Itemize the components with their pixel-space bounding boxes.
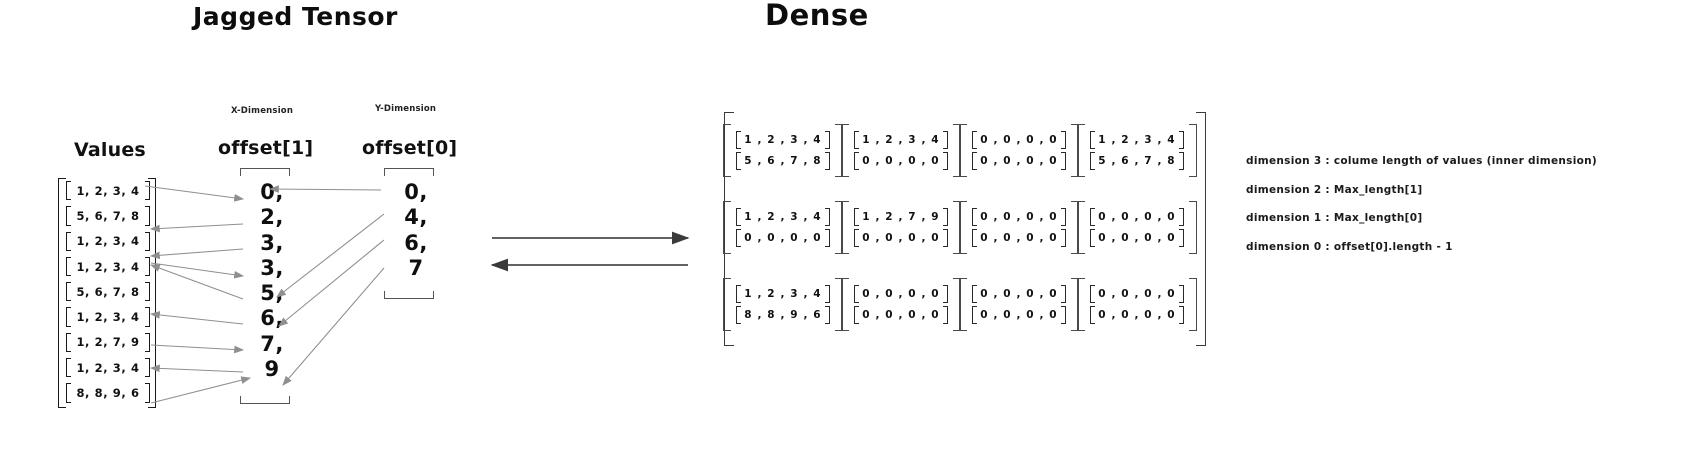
dense-cell: 1 , 2 , 7 , 9 0 , 0 , 0 , 0 [841,201,962,254]
table-row: 0 , 0 , 0 , 0 0 , 0 , 0 , 0 [1077,189,1198,266]
dense-outer-bracket-left [724,112,734,346]
dense-row: 1 , 2 , 3 , 4 [1090,130,1185,150]
dense-cell: 1 , 2 , 3 , 4 8 , 8 , 9 , 6 [723,278,844,331]
dense-row: 1 , 2 , 3 , 4 [854,130,949,150]
dense-cell: 1 , 2 , 3 , 4 0 , 0 , 0 , 0 [841,124,962,177]
list-item: 5, [260,281,284,306]
dense-row: 0 , 0 , 0 , 0 [854,151,949,171]
offset1-list: 0, 2, 3, 3, 5, 6, 7, 9 [232,180,312,384]
list-item: 1, 2, 7, 9 [60,330,156,355]
dense-row: 0 , 0 , 0 , 0 [854,228,949,248]
offset0-bracket-bottom [384,291,434,299]
dense-cell: 1 , 2 , 3 , 4 5 , 6 , 7 , 8 [723,124,844,177]
list-item: 1, 2, 3, 4 [60,229,156,254]
table-row: 1 , 2 , 3 , 4 5 , 6 , 7 , 8 [723,112,844,189]
offset0-bracket-top [384,168,434,176]
dense-row: 1 , 2 , 3 , 4 [736,130,831,150]
dimension-annotations: dimension 3 : colume length of values (i… [1246,155,1676,269]
list-item: 3, [260,255,284,280]
offset1-bracket-top [240,168,290,176]
table-row: 0 , 0 , 0 , 0 0 , 0 , 0 , 0 [959,112,1080,189]
list-item: 5, 6, 7, 8 [60,203,156,228]
annotation-dimension-1: dimension 1 : Max_length[0] [1246,212,1423,224]
dense-matrix: 1 , 2 , 3 , 4 5 , 6 , 7 , 8 1 , 2 , 3 , … [723,112,1198,343]
offset1-bracket-bottom [240,396,290,404]
table-row: 0 , 0 , 0 , 0 0 , 0 , 0 , 0 [1077,266,1198,343]
list-item: 6, [404,230,428,255]
values-list: 1, 2, 3, 4 5, 6, 7, 8 1, 2, 3, 4 1, 2, 3… [60,178,156,406]
dense-row: 0 , 0 , 0 , 0 [736,228,831,248]
dense-row: 0 , 0 , 0 , 0 [972,207,1067,227]
dense-row: 0 , 0 , 0 , 0 [854,305,949,325]
list-item: 1, 2, 3, 4 [60,304,156,329]
list-item: 1, 2, 3, 4 [60,355,156,380]
table-row: 1 , 2 , 3 , 4 5 , 6 , 7 , 8 [1077,112,1198,189]
offset0-column-title: offset[0] [362,137,458,159]
dense-row: 0 , 0 , 0 , 0 [972,228,1067,248]
dense-title: Dense [765,0,869,32]
dense-row: 0 , 0 , 0 , 0 [1090,207,1185,227]
dense-row: 0 , 0 , 0 , 0 [972,151,1067,171]
dense-row: 8 , 8 , 9 , 6 [736,305,831,325]
list-item: 0, [404,180,428,204]
dense-row: 0 , 0 , 0 , 0 [972,130,1067,150]
list-item: 7, [260,331,284,356]
dense-cell: 1 , 2 , 3 , 4 0 , 0 , 0 , 0 [723,201,844,254]
dense-cell: 0 , 0 , 0 , 0 0 , 0 , 0 , 0 [959,278,1080,331]
dense-outer-bracket-right [1196,112,1206,346]
list-item: 2, [260,205,284,230]
table-row: 1 , 2 , 3 , 4 8 , 8 , 9 , 6 [723,266,844,343]
dense-row: 0 , 0 , 0 , 0 [1090,228,1185,248]
list-item: 9 [264,357,280,382]
table-row: 0 , 0 , 0 , 0 0 , 0 , 0 , 0 [959,266,1080,343]
dense-row: 5 , 6 , 7 , 8 [1090,151,1185,171]
dense-cell: 0 , 0 , 0 , 0 0 , 0 , 0 , 0 [959,201,1080,254]
annotation-dimension-0: dimension 0 : offset[0].length - 1 [1246,240,1453,253]
table-row: 1 , 2 , 7 , 9 0 , 0 , 0 , 0 [841,189,962,266]
dense-cell: 0 , 0 , 0 , 0 0 , 0 , 0 , 0 [1077,278,1198,331]
table-row: 0 , 0 , 0 , 0 0 , 0 , 0 , 0 [841,266,962,343]
dense-row: 0 , 0 , 0 , 0 [854,284,949,304]
dense-row: 5 , 6 , 7 , 8 [736,151,831,171]
list-item: 6, [260,306,284,331]
offset0-list: 0, 4, 6, 7 [376,180,456,283]
offset1-column-title: offset[1] [218,137,314,159]
dense-row: 0 , 0 , 0 , 0 [1090,305,1185,325]
annotation-dimension-2: dimension 2 : Max_length[1] [1246,183,1423,196]
values-column-title: Values [74,139,146,161]
dense-cell: 1 , 2 , 3 , 4 5 , 6 , 7 , 8 [1077,124,1198,177]
list-item: 1, 2, 3, 4 [60,178,156,203]
dense-row: 0 , 0 , 0 , 0 [972,284,1067,304]
dense-cell: 0 , 0 , 0 , 0 0 , 0 , 0 , 0 [959,124,1080,177]
dense-cell: 0 , 0 , 0 , 0 0 , 0 , 0 , 0 [841,278,962,331]
list-item: 7 [408,255,424,280]
dense-cell: 0 , 0 , 0 , 0 0 , 0 , 0 , 0 [1077,201,1198,254]
list-item: 3, [260,230,284,255]
list-item: 1, 2, 3, 4 [60,254,156,279]
list-item: 4, [404,205,428,230]
dense-row: 1 , 2 , 3 , 4 [736,284,831,304]
x-dimension-label: X-Dimension [231,106,294,116]
dense-row: 0 , 0 , 0 , 0 [1090,284,1185,304]
table-row: 1 , 2 , 3 , 4 0 , 0 , 0 , 0 [723,189,844,266]
jagged-tensor-title: Jagged Tensor [193,2,398,31]
dense-row: 0 , 0 , 0 , 0 [972,305,1067,325]
table-row: 0 , 0 , 0 , 0 0 , 0 , 0 , 0 [959,189,1080,266]
list-item: 0, [260,180,284,204]
annotation-dimension-3: dimension 3 : colume length of values (i… [1246,155,1598,167]
list-item: 5, 6, 7, 8 [60,279,156,304]
table-row: 1 , 2 , 3 , 4 0 , 0 , 0 , 0 [841,112,962,189]
dense-row: 1 , 2 , 7 , 9 [854,207,949,227]
y-dimension-label: Y-Dimension [375,104,437,114]
list-item: 8, 8, 9, 6 [60,380,156,405]
dense-row: 1 , 2 , 3 , 4 [736,207,831,227]
